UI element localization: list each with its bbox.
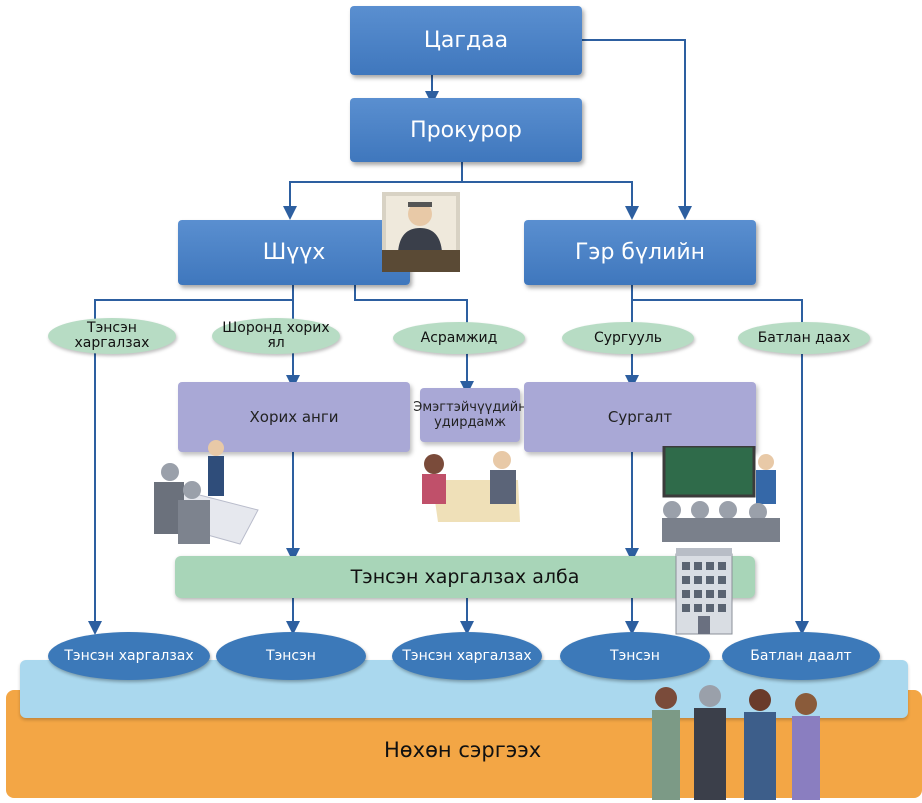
outcome-probation-supervision: Тэнсэн харгалзах bbox=[48, 632, 210, 680]
group-of-people-icon bbox=[652, 685, 820, 800]
prison-meeting-icon bbox=[154, 440, 259, 545]
counseling-icon bbox=[422, 451, 520, 522]
branch-school: Сургууль bbox=[562, 322, 694, 354]
womens-guidance-box: Эмэгтэйчүүдийн удирдамж bbox=[413, 388, 527, 442]
branch-guardian: Асрамжид bbox=[393, 322, 525, 354]
office-building-icon bbox=[675, 548, 733, 635]
branch-imprisonment: Шоронд хорих ял bbox=[212, 318, 340, 354]
court-box: Шүүх bbox=[178, 220, 410, 285]
rehabilitation-label: Нөхөн сэргээх bbox=[384, 738, 542, 762]
prosecutor-box: Прокурор bbox=[350, 98, 582, 162]
branch-probation-supervision: Тэнсэн харгалзах bbox=[48, 318, 176, 354]
outcome-probation: Тэнсэн bbox=[216, 632, 366, 680]
training-box: Сургалт bbox=[524, 382, 756, 452]
police-box: Цагдаа bbox=[350, 6, 582, 75]
branch-guarantee: Батлан даах bbox=[738, 322, 870, 354]
outcome-probation-supervision-2: Тэнсэн харгалзах bbox=[392, 632, 542, 680]
outcome-guarantee: Батлан даалт bbox=[722, 632, 880, 680]
outcome-probation-2: Тэнсэн bbox=[560, 632, 710, 680]
judge-icon bbox=[382, 192, 460, 272]
probation-service-bar: Тэнсэн харгалзах алба bbox=[175, 556, 755, 598]
family-box: Гэр бүлийн bbox=[524, 220, 756, 285]
classroom-icon bbox=[662, 446, 780, 542]
